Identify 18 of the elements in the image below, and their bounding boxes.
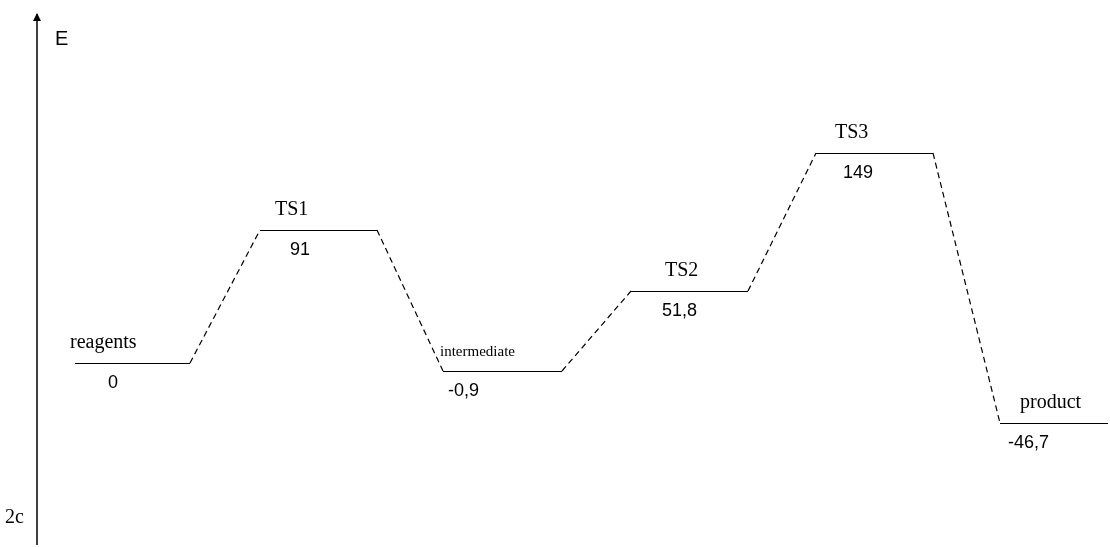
dashed-connector: [932, 152, 1001, 424]
dashed-connector: [747, 152, 817, 292]
energy-value: -0,9: [448, 381, 480, 399]
panel-label: 2c: [5, 506, 24, 526]
dashed-connector: [561, 290, 632, 372]
energy-value: 0: [108, 373, 118, 391]
state-label: reagents: [70, 331, 137, 351]
energy-value: 91: [290, 240, 311, 258]
state-label: TS3: [835, 121, 869, 141]
energy-value: 149: [843, 163, 874, 181]
state-label: product: [1020, 391, 1082, 411]
state-label: TS1: [275, 198, 309, 218]
axis-label: E: [55, 28, 69, 48]
energy-value: -46,7: [1008, 433, 1050, 451]
dashed-connector: [376, 229, 444, 372]
state-label: TS2: [665, 259, 699, 279]
energy-value: 51,8: [662, 301, 698, 319]
state-label: intermediate: [440, 344, 515, 359]
